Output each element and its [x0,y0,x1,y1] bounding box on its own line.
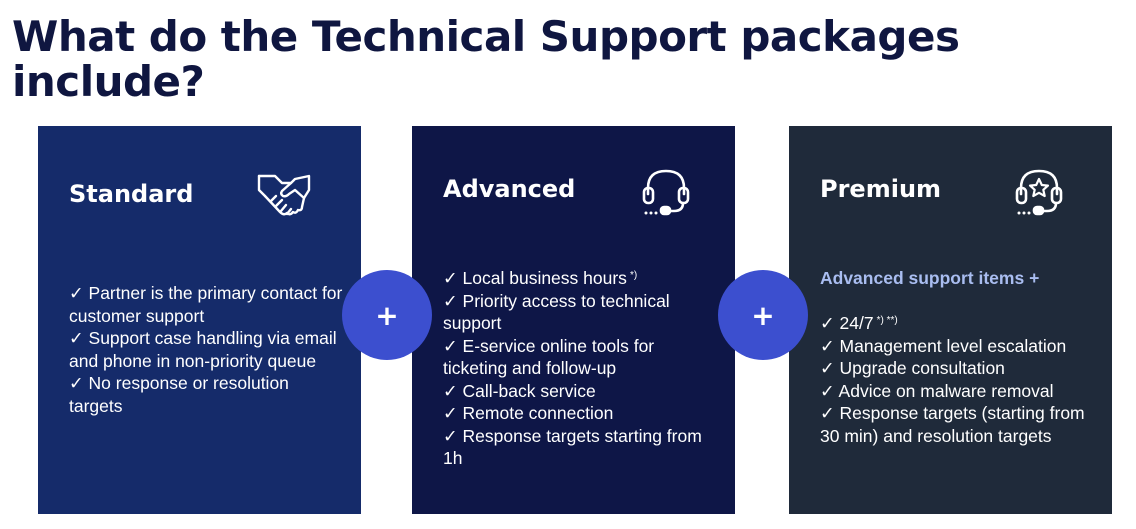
list-item: ✓ Upgrade consultation [820,358,1005,378]
package-title: Advanced [443,175,576,203]
package-title: Standard [69,180,194,208]
list-item: ✓ No response or resolution targets [69,373,289,416]
list-item: ✓ E-service online tools for ticketing a… [443,335,655,379]
feature-list: ✓ Local business hours*) ✓ Priority acce… [443,267,719,470]
plus-connector: + [718,270,808,360]
list-item-text: ✓ 24/7 [820,313,874,333]
package-card-advanced: Advanced ✓ Local business hours*) ✓ Prio… [412,126,735,514]
feature-list: ✓ 24/7*) **) ✓ Management level escalati… [820,312,1096,447]
list-item: ✓ Call-back service [443,380,596,401]
page-title: What do the Technical Support packages i… [12,12,960,106]
list-item: ✓ Support case handling via email and ph… [69,328,337,371]
package-subheading: Advanced support items + [820,268,1040,288]
list-item: ✓ Local business hours*) [443,267,719,290]
package-title: Premium [820,175,942,203]
list-item: ✓ Remote connection [443,403,614,423]
list-item: ✓ Response targets (starting from 30 min… [820,403,1085,446]
footnote-marker: *) [629,270,638,281]
package-card-standard: Standard ✓ Partner is the primary contac… [38,126,361,514]
feature-list: ✓ Partner is the primary contact for cus… [69,282,345,417]
list-item: ✓ Advice on malware removal [820,380,1054,401]
headset-star-icon [1011,164,1067,220]
list-item: ✓ Priority access to technical support [443,290,670,334]
footnote-marker: *) **) [876,315,898,326]
headset-icon [638,164,694,220]
list-item: ✓ Partner is the primary contact for cus… [69,283,343,326]
list-item: ✓ Response targets starting from 1h [443,425,702,469]
list-item: ✓ Management level escalation [820,335,1067,356]
list-item: ✓ 24/7*) **) [820,312,1096,335]
handshake-icon [256,170,312,226]
list-item-text: ✓ Local business hours [443,268,627,288]
plus-connector: + [342,270,432,360]
package-card-premium: Premium Advanced support items + ✓ 24/7*… [789,126,1112,514]
